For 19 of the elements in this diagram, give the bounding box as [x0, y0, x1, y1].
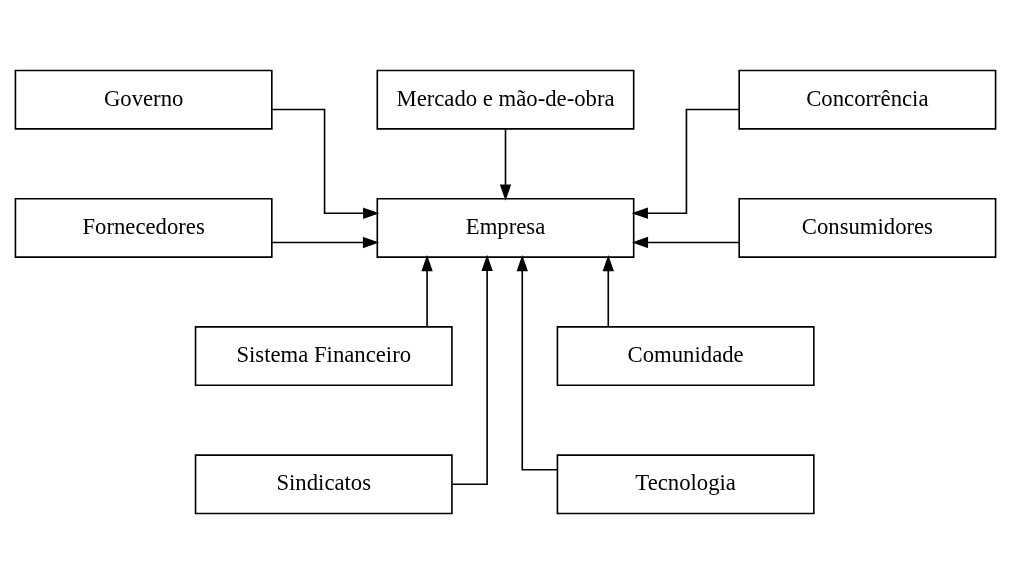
arrow — [499, 128, 512, 201]
arrow — [631, 236, 740, 248]
node-box: Governo — [14, 69, 273, 130]
node-box: Empresa — [376, 197, 635, 258]
arrow — [451, 254, 493, 485]
arrow — [602, 254, 614, 327]
node-box: Sindicatos — [194, 453, 453, 514]
node-box: Tecnologia — [556, 453, 815, 514]
node-box: Comunidade — [556, 325, 815, 386]
arrow — [421, 254, 433, 327]
node-box: Concorrência — [738, 69, 997, 130]
arrow — [271, 108, 380, 219]
arrow — [631, 108, 740, 219]
node-box: Fornecedores — [14, 197, 273, 258]
arrow — [516, 254, 558, 470]
node-box: Sistema Financeiro — [194, 325, 453, 386]
arrow — [271, 236, 380, 248]
node-box: Consumidores — [738, 197, 997, 258]
node-box: Mercado e mão-de-obra — [376, 69, 635, 130]
